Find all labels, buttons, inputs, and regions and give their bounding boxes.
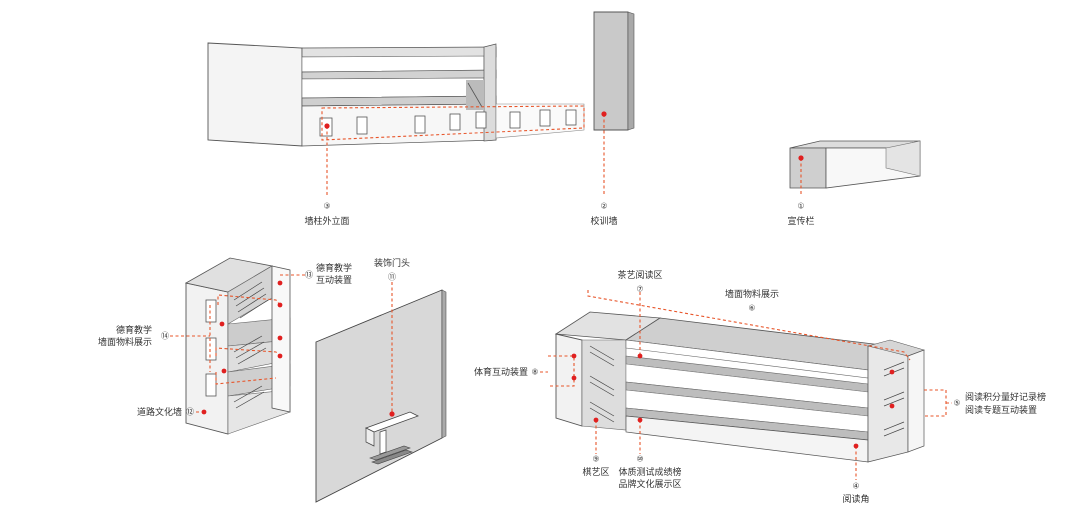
callout-label: 校训墙 bbox=[590, 215, 617, 227]
callout-number: ⑬ bbox=[305, 271, 313, 280]
callout-motto-wall: ② 校训墙 bbox=[590, 202, 617, 228]
callout-label: 墙柱外立面 bbox=[304, 215, 349, 227]
callout-number: ⑥ bbox=[748, 304, 755, 313]
callout-door-head: 装饰门头 ⑪ bbox=[374, 257, 410, 282]
callout-label: 阅读角 bbox=[842, 493, 869, 505]
motto-wall-slab bbox=[593, 11, 635, 131]
callout-promo: ① 宣传栏 bbox=[787, 202, 814, 228]
callout-moral-floor-display: ⑭ 德育教学 墙面物料展示 bbox=[98, 324, 169, 348]
callout-label-line2: 墙面物料展示 bbox=[98, 336, 152, 348]
callout-label: 德育教学 bbox=[116, 324, 152, 336]
callout-label: 体育互动装置 bbox=[474, 366, 528, 378]
callout-number: ⑦ bbox=[636, 285, 643, 294]
callout-number: ⑫ bbox=[186, 408, 194, 417]
callout-reading-interactive: ⑤ 阅读积分量好记录榜 阅读专题互动装置 bbox=[953, 391, 1046, 416]
callout-column-facade: ③ 墙柱外立面 bbox=[304, 202, 349, 228]
callout-label: 棋艺区 bbox=[582, 466, 609, 478]
callout-number: ① bbox=[797, 202, 804, 211]
callout-label: 道路文化墙 bbox=[137, 406, 182, 418]
callout-chess: ⑨ 棋艺区 bbox=[582, 455, 609, 479]
callout-label: 阅读积分量好记录榜 bbox=[965, 391, 1046, 403]
callout-label-line2: 阅读专题互动装置 bbox=[965, 404, 1037, 416]
callout-label: 茶艺阅读区 bbox=[617, 269, 662, 281]
long-building bbox=[554, 311, 925, 463]
callout-number: ⑩ bbox=[636, 455, 643, 464]
callout-label: 体质测试成绩榜 bbox=[618, 466, 681, 478]
callout-number: ⑤ bbox=[953, 399, 960, 408]
callout-label-line2: 品牌文化展示区 bbox=[618, 478, 681, 490]
callout-label: 德育教学 bbox=[316, 262, 352, 274]
callout-label: 宣传栏 bbox=[787, 215, 814, 227]
callout-wall-floor-display: ⑥ 墙面物料展示 bbox=[725, 288, 779, 313]
callout-number: ② bbox=[600, 202, 607, 211]
callout-number: ⑭ bbox=[161, 332, 169, 341]
callout-tea-reading: ⑦ 茶艺阅读区 bbox=[617, 269, 662, 294]
promo-board bbox=[789, 140, 921, 189]
callout-fitness-brand: ⑩ 体质测试成绩榜 品牌文化展示区 bbox=[618, 455, 681, 491]
facade-building bbox=[207, 42, 585, 147]
callout-number: ④ bbox=[852, 482, 859, 491]
callout-sports-interactive: ⑧ 体育互动装置 bbox=[474, 366, 539, 378]
callout-reading-corner: ④ 阅读角 bbox=[842, 482, 869, 506]
callout-label-line2: 互动装置 bbox=[316, 274, 352, 286]
callout-number: ⑧ bbox=[531, 368, 538, 377]
stairwell-building bbox=[184, 257, 291, 435]
callout-number: ⑪ bbox=[388, 273, 396, 282]
door-head-wall bbox=[315, 289, 447, 503]
callout-number: ③ bbox=[323, 202, 330, 211]
callout-number: ⑨ bbox=[592, 455, 599, 464]
callout-road-culture: ⑫ 道路文化墙 bbox=[137, 406, 194, 418]
callout-moral-interactive: ⑬ 德育教学 互动装置 bbox=[305, 262, 352, 286]
callout-label: 墙面物料展示 bbox=[725, 288, 779, 300]
callout-label: 装饰门头 bbox=[374, 257, 410, 269]
